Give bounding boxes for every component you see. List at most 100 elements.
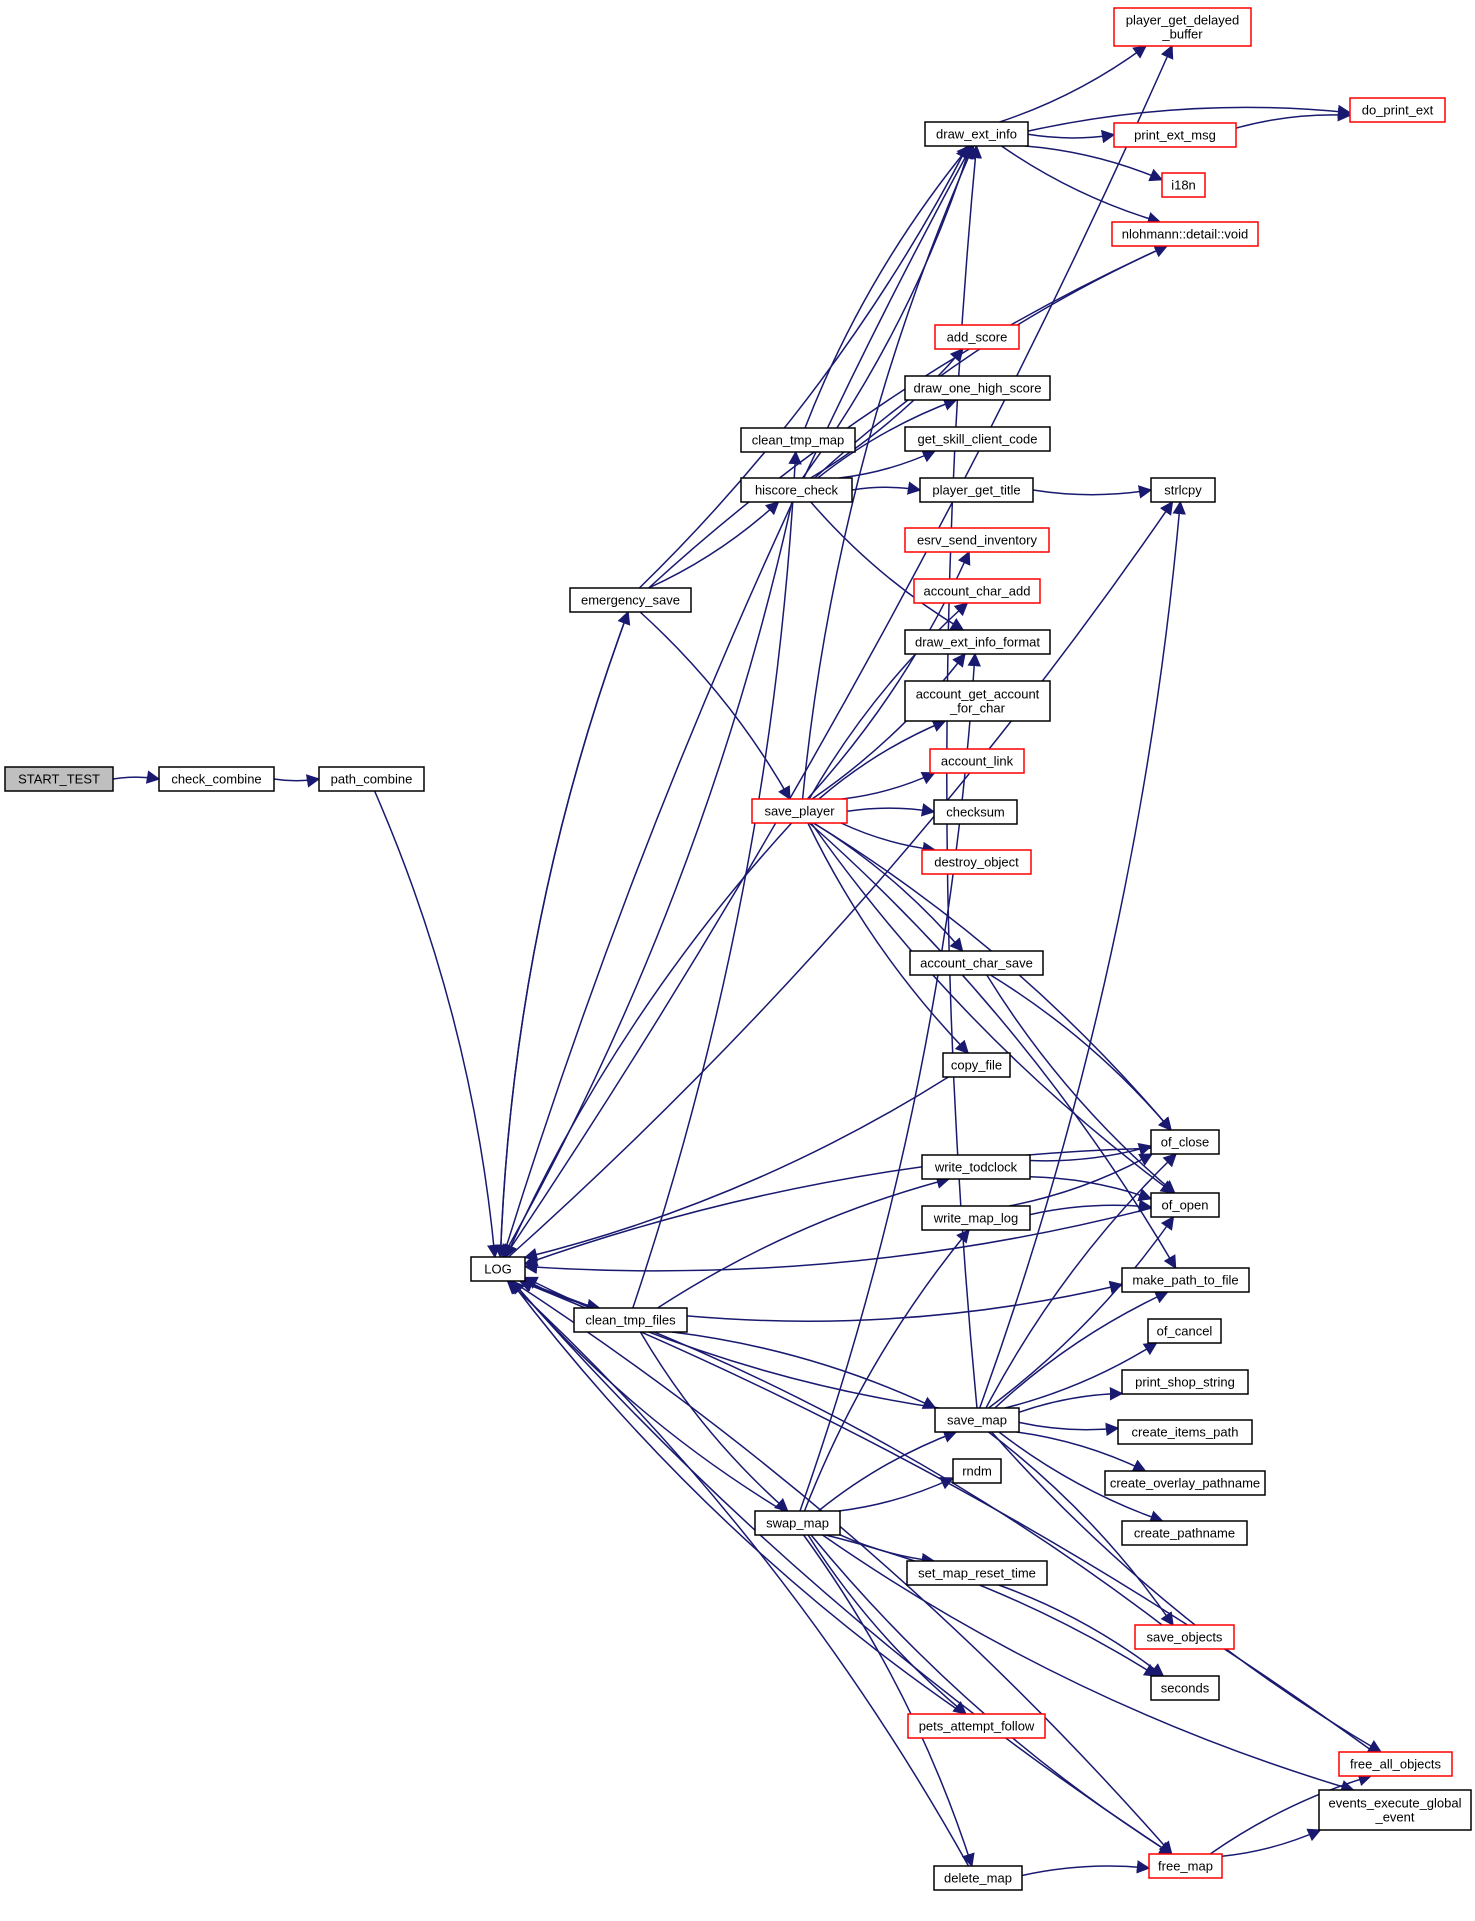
node-box: [924, 121, 1029, 147]
node-label: of_open: [1162, 1198, 1209, 1213]
call-edge-log-to-free_map: [511, 1280, 1173, 1856]
node-box: [158, 766, 275, 792]
function-node-i18n[interactable]: i18n: [1161, 172, 1206, 198]
node-label: draw_one_high_score: [914, 381, 1042, 396]
function-node-swap-map[interactable]: swap_map: [754, 1510, 841, 1536]
function-node-player-get-title[interactable]: player_get_title: [919, 477, 1034, 503]
function-node-pets-attempt-follow[interactable]: pets_attempt_follow: [907, 1713, 1046, 1739]
function-node-draw-ext-info-format[interactable]: draw_ext_info_format: [904, 629, 1051, 655]
function-node-save-map[interactable]: save_map: [934, 1407, 1020, 1433]
function-node-hiscore-check[interactable]: hiscore_check: [740, 477, 853, 503]
function-node-account-link[interactable]: account_link: [929, 748, 1025, 774]
call-edge-emergency_save-to-draw_ext_info: [638, 144, 969, 589]
function-node-seconds[interactable]: seconds: [1150, 1675, 1220, 1701]
function-node-check-combine[interactable]: check_combine: [158, 766, 275, 792]
node-label: player_get_delayed: [1126, 13, 1239, 28]
function-node-draw-one-high-score[interactable]: draw_one_high_score: [904, 375, 1051, 401]
node-label: START_TEST: [18, 772, 100, 787]
function-node-account-get-account-for-char[interactable]: account_get_account_for_char: [904, 680, 1051, 722]
function-node-rndm[interactable]: rndm: [952, 1458, 1002, 1484]
node-label: create_overlay_pathname: [1110, 1476, 1260, 1491]
node-label: set_map_reset_time: [918, 1566, 1036, 1581]
function-node-free-map[interactable]: free_map: [1148, 1853, 1223, 1879]
function-node-save-objects[interactable]: save_objects: [1134, 1624, 1235, 1650]
node-box: [318, 766, 425, 792]
function-node-delete-map[interactable]: delete_map: [933, 1865, 1023, 1891]
node-label: make_path_to_file: [1132, 1273, 1238, 1288]
function-node-create-overlay-pathname[interactable]: create_overlay_pathname: [1104, 1470, 1266, 1496]
node-box: [1117, 1419, 1253, 1445]
node-label: account_get_account: [916, 687, 1040, 702]
function-node-start-test[interactable]: START_TEST: [4, 766, 114, 792]
node-label: write_map_log: [933, 1211, 1019, 1226]
node-box: [1150, 1675, 1220, 1701]
call-edge-save_map-to-create_items_path: [1018, 1421, 1120, 1437]
function-node-set-map-reset-time[interactable]: set_map_reset_time: [906, 1560, 1048, 1586]
function-node-account-char-save[interactable]: account_char_save: [909, 950, 1044, 976]
call-edge-log-to-strlcpy: [508, 500, 1174, 1258]
function-node-events-execute-global-event[interactable]: events_execute_global_event: [1318, 1789, 1472, 1831]
function-node-nlohmann-void[interactable]: nlohmann::detail::void: [1111, 221, 1259, 247]
node-label: free_all_objects: [1350, 1757, 1442, 1772]
function-node-clean-tmp-map[interactable]: clean_tmp_map: [740, 427, 856, 453]
function-node-create-pathname[interactable]: create_pathname: [1121, 1520, 1248, 1546]
node-label: _for_char: [949, 701, 1006, 716]
call-edge-save_player-to-destroy_object: [840, 822, 937, 856]
function-node-add-score[interactable]: add_score: [934, 324, 1020, 350]
node-box: [1318, 1789, 1472, 1831]
node-box: [1150, 1192, 1220, 1218]
call-edge-print_ext_msg-to-do_print_ext: [1235, 107, 1352, 129]
node-label: of_close: [1161, 1135, 1209, 1150]
node-label: strlcpy: [1164, 483, 1202, 498]
function-node-free-all-objects[interactable]: free_all_objects: [1338, 1751, 1453, 1777]
function-node-log[interactable]: LOG: [470, 1256, 526, 1282]
call-edge-save_player-to-of_open: [810, 822, 1175, 1194]
node-label: check_combine: [171, 772, 261, 787]
function-node-account-char-add[interactable]: account_char_add: [913, 578, 1041, 604]
node-box: [919, 477, 1034, 503]
function-node-do-print-ext[interactable]: do_print_ext: [1349, 97, 1446, 123]
function-node-clean-tmp-files[interactable]: clean_tmp_files: [573, 1307, 688, 1333]
call-edge-copy_file-to-log: [523, 1076, 949, 1262]
node-label: hiscore_check: [755, 483, 839, 498]
function-node-emergency-save[interactable]: emergency_save: [569, 587, 692, 613]
node-label: save_player: [764, 804, 835, 819]
call-edge-save_map-to-log: [523, 1276, 940, 1409]
function-node-of-open[interactable]: of_open: [1150, 1192, 1220, 1218]
node-label: copy_file: [951, 1058, 1002, 1073]
function-node-checksum[interactable]: checksum: [933, 799, 1018, 825]
function-node-write-map-log[interactable]: write_map_log: [921, 1205, 1031, 1231]
node-label: _event: [1374, 1810, 1414, 1825]
function-node-of-cancel[interactable]: of_cancel: [1147, 1318, 1222, 1344]
function-node-print-shop-string[interactable]: print_shop_string: [1121, 1369, 1249, 1395]
call-edge-check_combine-to-path_combine: [273, 774, 321, 788]
function-node-destroy-object[interactable]: destroy_object: [921, 849, 1032, 875]
function-node-strlcpy[interactable]: strlcpy: [1150, 477, 1216, 503]
function-node-get-skill-client-code[interactable]: get_skill_client_code: [904, 426, 1051, 452]
function-node-create-items-path[interactable]: create_items_path: [1117, 1419, 1253, 1445]
node-label: do_print_ext: [1362, 103, 1434, 118]
call-edge-path_combine-to-log: [373, 790, 501, 1259]
node-label: esrv_send_inventory: [917, 533, 1037, 548]
node-label: nlohmann::detail::void: [1122, 227, 1248, 242]
function-node-save-player[interactable]: save_player: [751, 798, 848, 824]
call-edge-save_map-to-of_close: [985, 1153, 1177, 1409]
node-box: [1338, 1751, 1453, 1777]
function-node-draw-ext-info[interactable]: draw_ext_info: [924, 121, 1029, 147]
call-edge-free_map-to-log: [510, 1279, 1173, 1855]
node-label: account_link: [941, 754, 1014, 769]
function-node-esrv-send-inventory[interactable]: esrv_send_inventory: [904, 527, 1050, 553]
function-node-make-path-to-file[interactable]: make_path_to_file: [1121, 1267, 1250, 1293]
call-edge-save_player-to-account_char_save: [813, 822, 964, 953]
call-edge-emergency_save-to-nlohmann_void: [648, 244, 1169, 589]
node-label: emergency_save: [581, 593, 680, 608]
function-node-write-todclock[interactable]: write_todclock: [921, 1154, 1031, 1180]
function-node-copy-file[interactable]: copy_file: [942, 1052, 1011, 1078]
node-box: [934, 1407, 1020, 1433]
function-node-of-close[interactable]: of_close: [1150, 1129, 1220, 1155]
call-edge-pets_attempt_follow-to-log: [509, 1279, 965, 1715]
function-node-player-get-delayed-buffer[interactable]: player_get_delayed_buffer: [1113, 7, 1252, 47]
function-node-path-combine[interactable]: path_combine: [318, 766, 425, 792]
function-node-print-ext-msg[interactable]: print_ext_msg: [1113, 122, 1237, 148]
